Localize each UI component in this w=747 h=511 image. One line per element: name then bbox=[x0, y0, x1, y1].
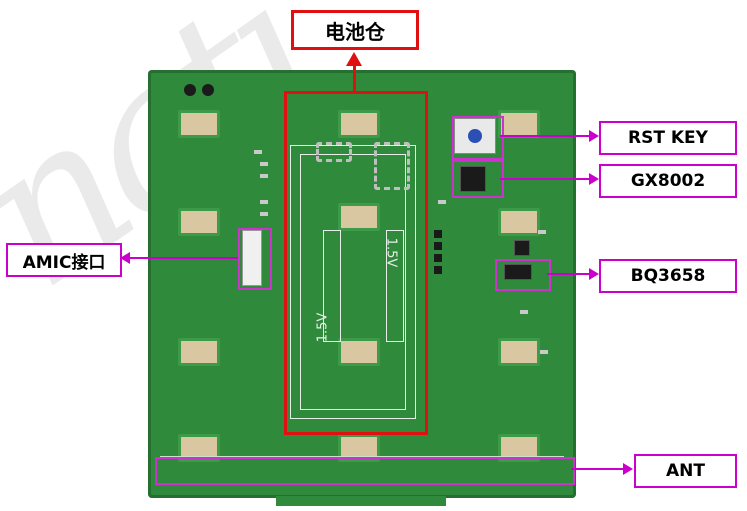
bq3658-line bbox=[547, 273, 590, 275]
board-edge-tab bbox=[276, 496, 446, 506]
ground-pad bbox=[498, 110, 540, 138]
smd-component bbox=[438, 200, 446, 204]
amic-arrow bbox=[120, 252, 130, 264]
battery-arrow-shaft bbox=[353, 62, 356, 92]
ground-pad bbox=[338, 338, 380, 366]
gx8002-chip bbox=[460, 166, 486, 192]
bq3658-arrow bbox=[589, 268, 599, 280]
smd-component bbox=[520, 310, 528, 314]
smd-component bbox=[254, 150, 262, 154]
smd-component bbox=[538, 230, 546, 234]
ground-pad bbox=[338, 110, 380, 138]
ground-pad bbox=[178, 208, 220, 236]
smd-component bbox=[260, 162, 268, 166]
header-pin bbox=[434, 242, 442, 250]
inductor bbox=[514, 240, 530, 256]
smd-component bbox=[260, 212, 268, 216]
mounting-hole bbox=[184, 84, 196, 96]
amic-highlight bbox=[238, 228, 272, 290]
bq3658-highlight bbox=[495, 259, 551, 291]
battery-spring bbox=[316, 142, 352, 162]
gx8002-highlight bbox=[452, 160, 504, 198]
ant-arrow bbox=[623, 463, 633, 475]
pcb-board: 1.5V 1.5V bbox=[148, 70, 576, 498]
battery-outline bbox=[290, 145, 416, 419]
header-pin bbox=[434, 254, 442, 262]
bq3658-label: BQ3658 bbox=[599, 259, 737, 293]
amic-interface-label: AMIC接口 bbox=[6, 243, 122, 277]
smd-component bbox=[540, 350, 548, 354]
amic-line bbox=[130, 257, 238, 259]
rst-key-line bbox=[500, 135, 590, 137]
battery-arrow-head bbox=[346, 52, 362, 66]
gx8002-line bbox=[500, 178, 590, 180]
gx8002-label: GX8002 bbox=[599, 164, 737, 198]
mounting-hole bbox=[202, 84, 214, 96]
rst-key-label: RST KEY bbox=[599, 121, 737, 155]
smd-component bbox=[260, 200, 268, 204]
ground-pad bbox=[338, 203, 380, 231]
rst-key-arrow bbox=[589, 130, 599, 142]
gx8002-arrow bbox=[589, 173, 599, 185]
battery-highlight-box bbox=[284, 91, 428, 435]
reset-button-cap bbox=[468, 129, 482, 143]
battery-inner-outline bbox=[300, 154, 406, 410]
rst-key-highlight bbox=[452, 116, 504, 160]
ground-pad bbox=[498, 338, 540, 366]
battery-cell-right bbox=[386, 230, 404, 342]
battery-spring bbox=[374, 142, 410, 190]
ant-highlight bbox=[155, 457, 575, 485]
ant-label: ANT bbox=[634, 454, 737, 488]
ant-line bbox=[571, 468, 624, 470]
battery-cell-left bbox=[323, 230, 341, 342]
amic-connector bbox=[242, 230, 262, 286]
header-pin bbox=[434, 266, 442, 274]
header-pin bbox=[434, 230, 442, 238]
ground-pad bbox=[178, 110, 220, 138]
battery-compartment-label: 电池仓 bbox=[291, 10, 419, 50]
ground-pad bbox=[498, 208, 540, 236]
smd-component bbox=[260, 174, 268, 178]
reset-button[interactable] bbox=[454, 118, 496, 154]
bq3658-chip bbox=[504, 264, 532, 280]
ground-pad bbox=[178, 338, 220, 366]
